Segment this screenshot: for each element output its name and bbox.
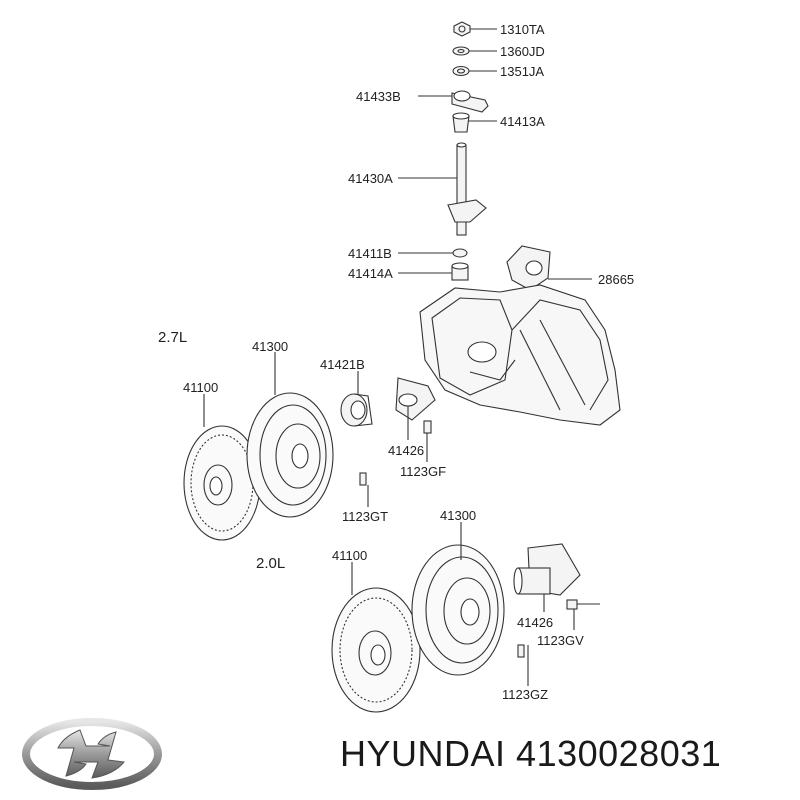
brand-part-number: HYUNDAI 4130028031	[340, 733, 721, 775]
transaxle-housing	[419, 284, 621, 426]
part-label-1123GV: 1123GV	[537, 633, 584, 648]
pressure-plate-part	[411, 522, 505, 676]
hyundai-logo-icon	[22, 718, 162, 795]
engine-label-2-0l: 2.0L	[256, 555, 285, 572]
part-label-1360JD: 1360JD	[500, 44, 545, 59]
part-label-41426: 41426	[388, 443, 424, 458]
part-label-1123GT: 1123GT	[342, 509, 388, 524]
seal-part	[398, 248, 468, 258]
part-label-41413A: 41413A	[500, 114, 545, 129]
part-label-41100: 41100	[183, 380, 218, 395]
part-label-1123GZ: 1123GZ	[502, 687, 548, 702]
washer-part	[452, 65, 497, 77]
release-lever-part	[418, 90, 489, 113]
engine-label-2-7l: 2.7L	[158, 329, 187, 346]
clutch-disc-part	[331, 562, 421, 713]
bushing-part	[398, 262, 469, 281]
bolt-part	[423, 420, 432, 462]
release-bearing-part	[340, 371, 373, 427]
part-label-41430A: 41430A	[348, 171, 393, 186]
part-label-28665: 28665	[598, 272, 634, 287]
bracket-part	[506, 245, 592, 291]
guide-tube-part	[395, 377, 436, 440]
bolt-part	[359, 472, 369, 507]
bushing-part	[452, 112, 497, 133]
part-number: 4130028031	[516, 733, 722, 774]
guide-tube-part	[513, 543, 581, 612]
part-label-41433B: 41433B	[356, 89, 401, 104]
washer-part	[452, 46, 497, 56]
part-label-41300: 41300	[440, 508, 476, 523]
part-label-41421B: 41421B	[320, 357, 365, 372]
nut-part	[453, 21, 497, 37]
part-label-41100: 41100	[332, 548, 367, 563]
bolt-part	[566, 599, 600, 630]
bolt-part	[517, 644, 529, 686]
part-label-41414A: 41414A	[348, 266, 393, 281]
part-label-1351JA: 1351JA	[500, 64, 544, 79]
release-fork-shaft-part	[398, 142, 487, 236]
pressure-plate-part	[246, 352, 334, 518]
brand-name: HYUNDAI	[340, 733, 506, 774]
part-label-1310TA: 1310TA	[500, 22, 545, 37]
part-label-1123GF: 1123GF	[400, 464, 446, 479]
part-label-41300: 41300	[252, 339, 288, 354]
part-label-41426: 41426	[517, 615, 553, 630]
part-label-41411B: 41411B	[348, 246, 392, 261]
